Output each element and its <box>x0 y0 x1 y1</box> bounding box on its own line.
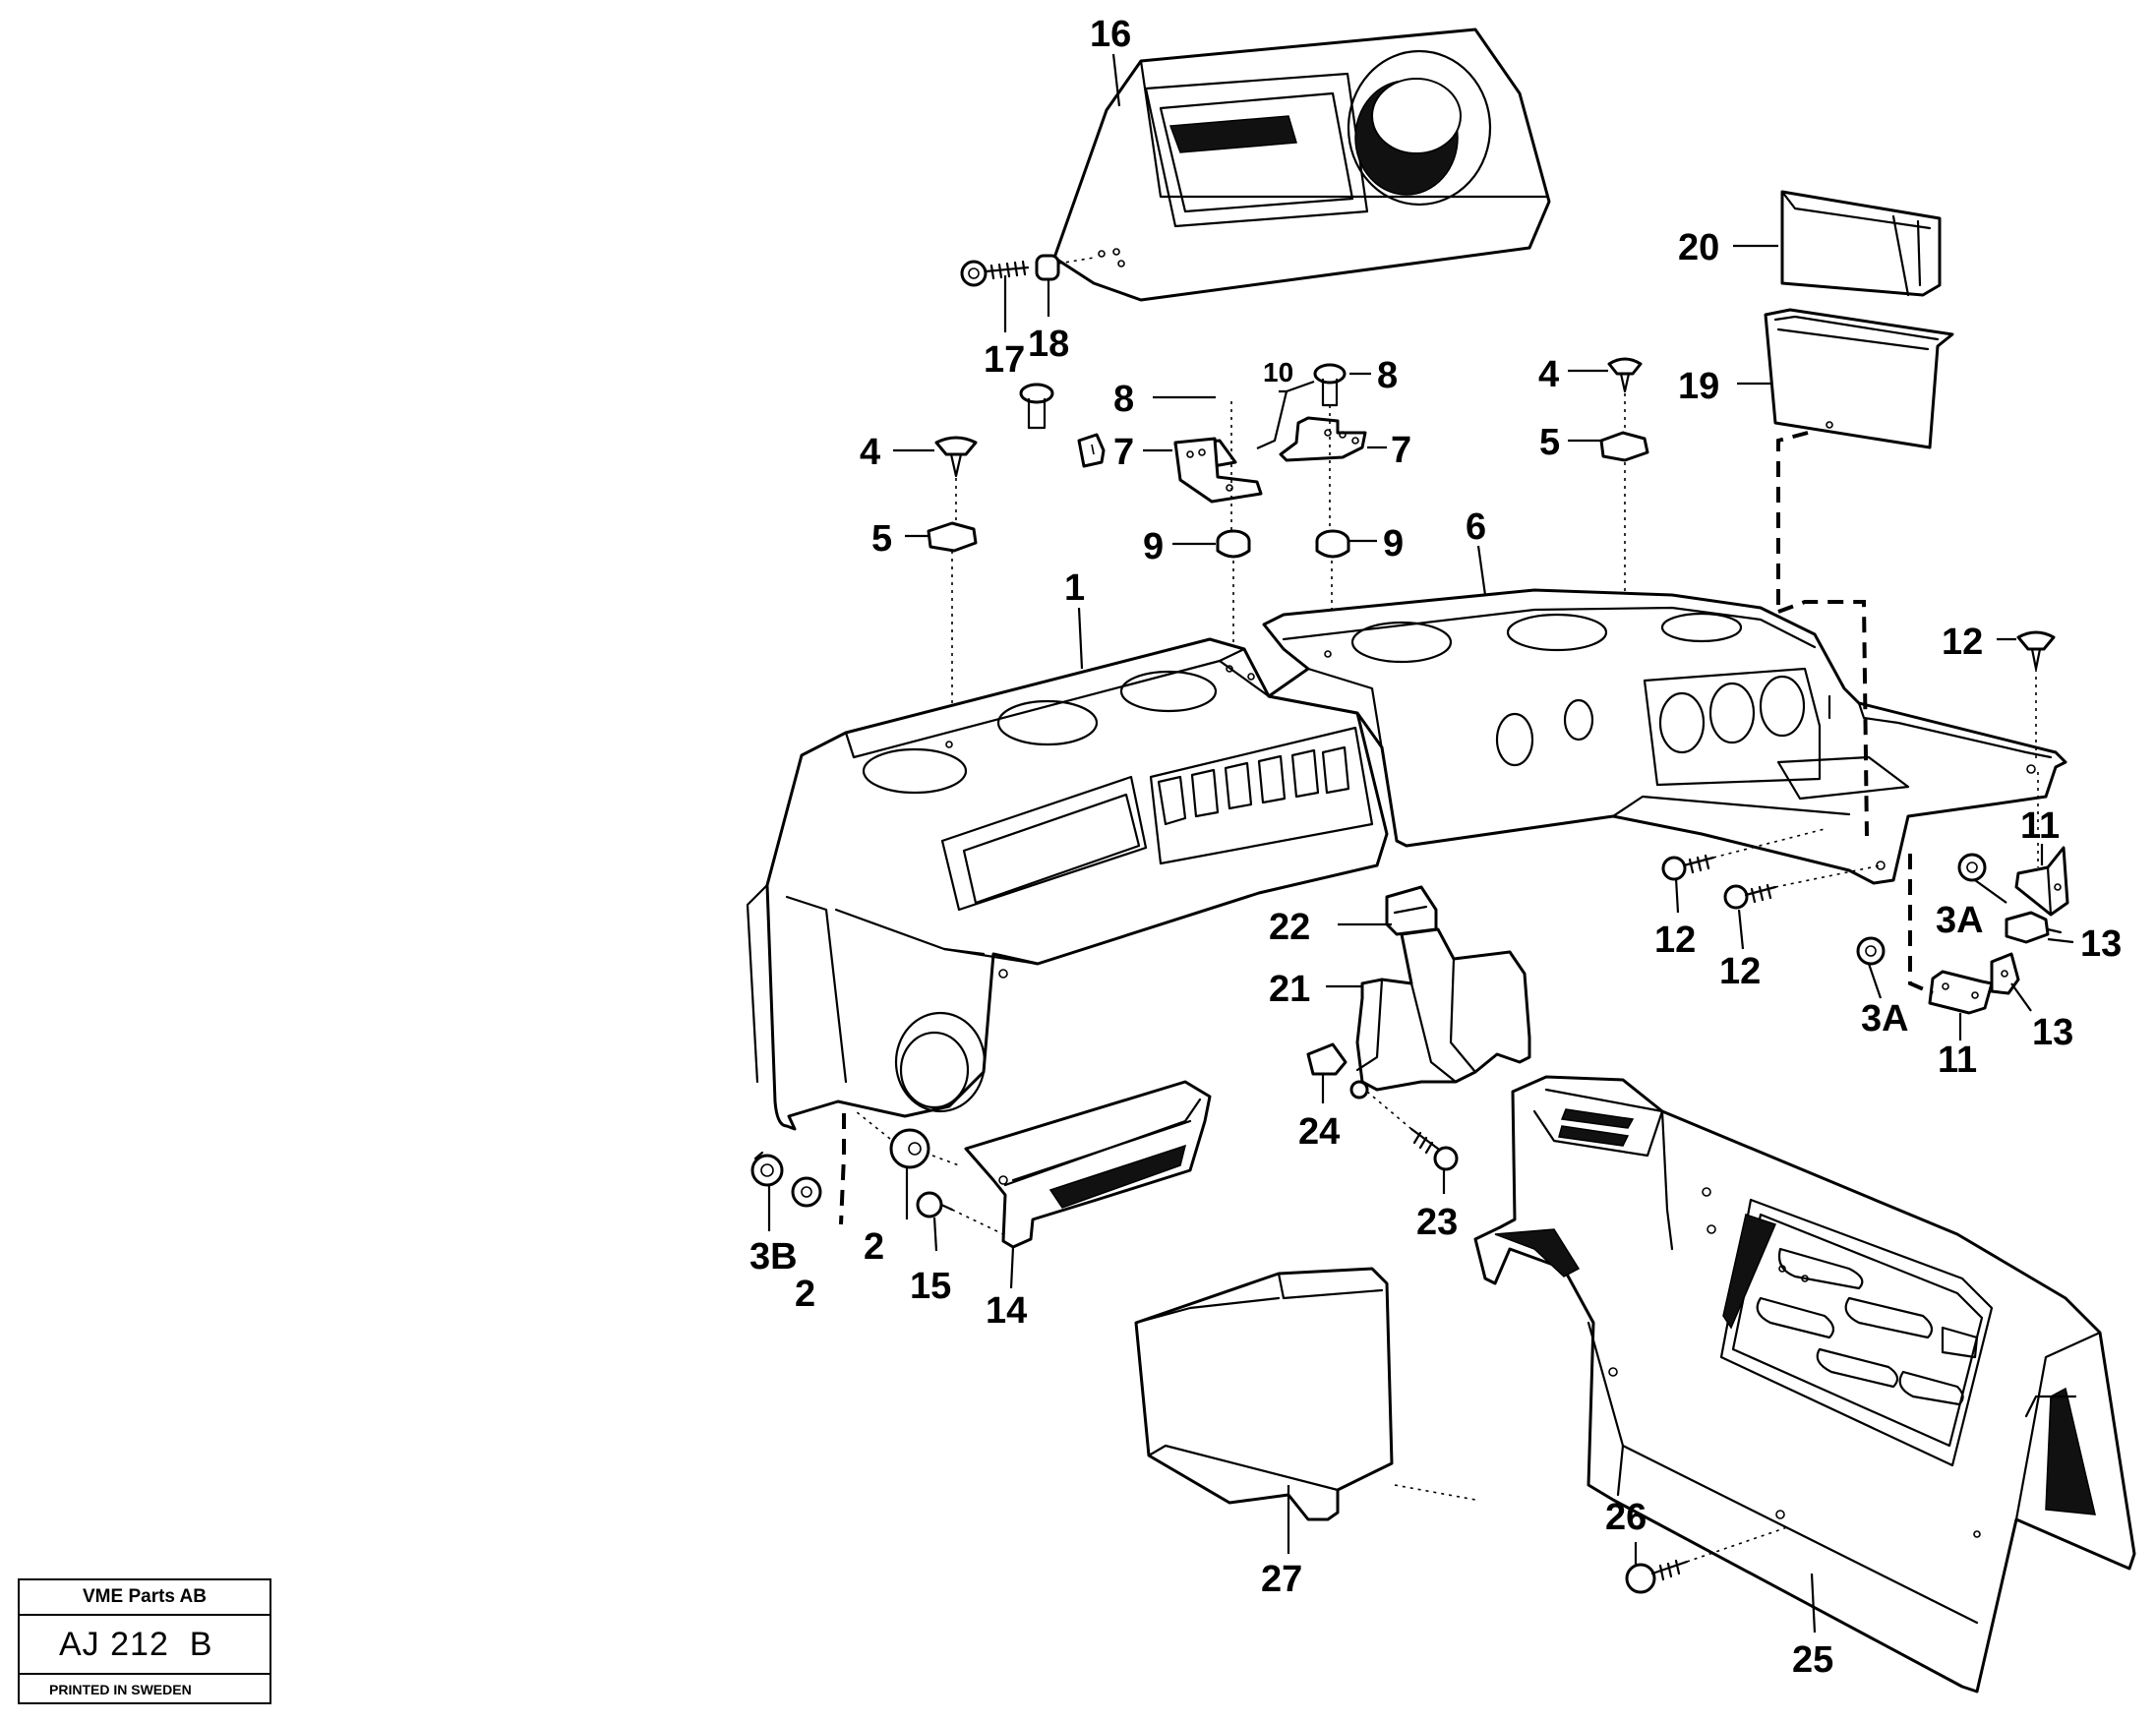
callout-4-left: 4 <box>860 432 880 473</box>
part-26-screw <box>1625 1559 1689 1594</box>
callout-18: 18 <box>1028 324 1069 365</box>
part-7-bracket-right <box>1279 416 1367 462</box>
callout-24: 24 <box>1298 1111 1340 1153</box>
part-3a-washer-lower <box>1856 936 1886 966</box>
callout-16: 16 <box>1090 14 1131 55</box>
callout-5-left: 5 <box>871 518 892 560</box>
leader-lines <box>767 53 2074 1634</box>
part-4-screw-left <box>934 436 978 478</box>
callout-12-mid-b: 12 <box>1719 951 1761 992</box>
part-20-tray <box>1780 190 1942 297</box>
part-24-nut <box>1306 1042 1348 1076</box>
part-16-instrument-hood <box>1052 28 1551 302</box>
drawing-number: AJ 212 B <box>20 1616 270 1675</box>
callout-8-right: 8 <box>1377 355 1398 396</box>
part-1-left-dashboard-panel <box>746 637 1389 1131</box>
callout-6: 6 <box>1466 506 1486 548</box>
callout-4-right: 4 <box>1538 354 1559 395</box>
part-12-screw-top-right <box>2016 630 2056 671</box>
callout-23: 23 <box>1416 1202 1458 1243</box>
callout-22: 22 <box>1269 907 1310 948</box>
part-12-screw-mid-a <box>1661 854 1715 881</box>
callout-26: 26 <box>1605 1497 1647 1538</box>
callout-15: 15 <box>910 1266 951 1307</box>
callout-9-left: 9 <box>1143 526 1164 567</box>
callout-9-right: 9 <box>1383 523 1404 564</box>
part-19-box <box>1764 308 1954 449</box>
part-27-cover <box>1134 1267 1394 1521</box>
part-4-screw-right <box>1607 357 1643 393</box>
part-7-bracket-left <box>1173 437 1263 504</box>
part-23-screw <box>1409 1127 1459 1171</box>
part-10-nut <box>1077 433 1106 468</box>
part-21-bracket <box>1355 927 1531 1092</box>
callout-20: 20 <box>1678 227 1719 268</box>
callout-21: 21 <box>1269 969 1310 1010</box>
callout-3a-top: 3A <box>1936 900 1984 941</box>
callout-12-top: 12 <box>1942 622 1983 663</box>
part-9-spacer-right <box>1315 529 1350 559</box>
callout-3b: 3B <box>749 1236 798 1277</box>
callout-13-top: 13 <box>2080 923 2122 965</box>
callout-3a-bottom: 3A <box>1861 998 1909 1040</box>
part-11-bracket-upper <box>2014 846 2069 917</box>
callout-12-mid-a: 12 <box>1654 920 1696 961</box>
part-14-glove-box <box>964 1080 1212 1249</box>
company-name: VME Parts AB <box>20 1580 270 1616</box>
callout-14: 14 <box>986 1290 1027 1332</box>
part-8-bolt-right <box>1313 363 1347 407</box>
part-17-screw <box>960 260 1030 287</box>
callout-7-left: 7 <box>1113 432 1134 473</box>
part-2-washer-center <box>889 1128 930 1169</box>
callout-11-bottom: 11 <box>1938 1040 1977 1081</box>
callout-8-left: 8 <box>1113 379 1134 420</box>
callout-11-top: 11 <box>2020 805 2060 847</box>
callout-25: 25 <box>1792 1639 1833 1681</box>
callout-17: 17 <box>984 339 1025 381</box>
callout-2-left: 2 <box>795 1274 815 1315</box>
callout-5-right: 5 <box>1539 422 1560 463</box>
callout-27: 27 <box>1261 1559 1302 1600</box>
callout-10: 10 <box>1263 357 1293 387</box>
part-13-clip-upper <box>2005 911 2063 944</box>
part-25-lower-console <box>1473 1075 2136 1693</box>
part-2-washer-left <box>791 1176 822 1208</box>
part-9-spacer-left <box>1216 529 1251 559</box>
part-18-spacer <box>1035 254 1060 281</box>
part-3a-washer-upper <box>1957 853 1987 882</box>
title-block: VME Parts AB AJ 212 B PRINTED IN SWEDEN <box>18 1578 271 1704</box>
callout-19: 19 <box>1678 366 1719 407</box>
callout-7-right: 7 <box>1391 430 1411 471</box>
part-11-bracket-lower <box>1928 970 1994 1015</box>
part-22-tab <box>1385 885 1438 936</box>
part-8-bolt-left <box>1019 383 1054 430</box>
callout-13-bottom: 13 <box>2032 1012 2073 1053</box>
callout-1: 1 <box>1064 567 1085 609</box>
part-5-clip-right <box>1599 431 1649 462</box>
callout-2-center: 2 <box>864 1226 884 1268</box>
part-5-clip-left <box>927 521 978 553</box>
callout-labels: 16 17 18 20 19 8 10 8 4 4 7 7 5 5 9 9 6 … <box>749 14 2122 1681</box>
part-3b-nut <box>750 1151 784 1187</box>
part-12-screw-mid-b <box>1723 883 1777 910</box>
printed-note: PRINTED IN SWEDEN <box>49 1682 192 1697</box>
part-15-bolt <box>916 1191 954 1218</box>
